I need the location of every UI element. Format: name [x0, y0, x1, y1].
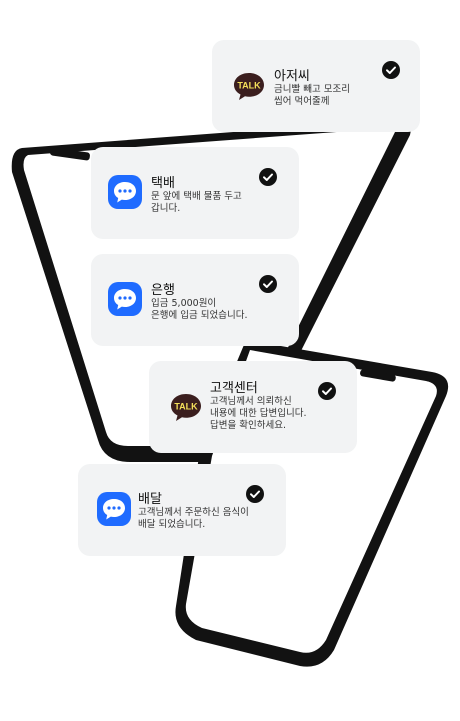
notification-card[interactable]: 은행 입금 5,000원이 은행에 입금 되었습니다.: [91, 254, 299, 346]
notification-body: 고객님께서 의뢰하신 내용에 대한 답변입니다. 답변을 확인하세요.: [210, 396, 307, 431]
message-bubble-icon: [108, 282, 142, 316]
kakao-icon-text: TALK: [174, 402, 198, 412]
notification-title: 배달: [138, 492, 162, 507]
notification-card[interactable]: TALK 고객센터 고객님께서 의뢰하신 내용에 대한 답변입니다. 답변을 확…: [149, 361, 357, 453]
notification-card[interactable]: 배달 고객님께서 주문하신 음식이 배달 되었습니다.: [78, 464, 286, 556]
notification-body: 금니빨 빼고 모조리 씹어 먹어줄께: [274, 84, 350, 107]
notification-card[interactable]: TALK 아저씨 금니빨 빼고 모조리 씹어 먹어줄께: [212, 40, 420, 132]
kakaotalk-icon: TALK: [171, 394, 201, 421]
notification-body: 문 앞에 택배 물품 두고 갑니다.: [151, 191, 242, 214]
check-circle-icon: [382, 61, 400, 79]
notification-title: 고객센터: [210, 381, 258, 396]
notification-title: 택배: [151, 176, 175, 191]
kakao-icon-text: TALK: [237, 81, 261, 91]
notification-title: 아저씨: [274, 69, 310, 84]
check-circle-icon: [246, 485, 264, 503]
notification-body: 입금 5,000원이 은행에 입금 되었습니다.: [151, 298, 248, 321]
notification-title: 은행: [151, 283, 175, 298]
check-circle-icon: [259, 168, 277, 186]
check-circle-icon: [318, 382, 336, 400]
notification-body: 고객님께서 주문하신 음식이 배달 되었습니다.: [138, 507, 249, 530]
message-bubble-icon: [97, 492, 131, 526]
notification-card[interactable]: 택배 문 앞에 택배 물품 두고 갑니다.: [91, 147, 299, 239]
message-bubble-icon: [108, 175, 142, 209]
kakaotalk-icon: TALK: [234, 73, 264, 100]
check-circle-icon: [259, 275, 277, 293]
